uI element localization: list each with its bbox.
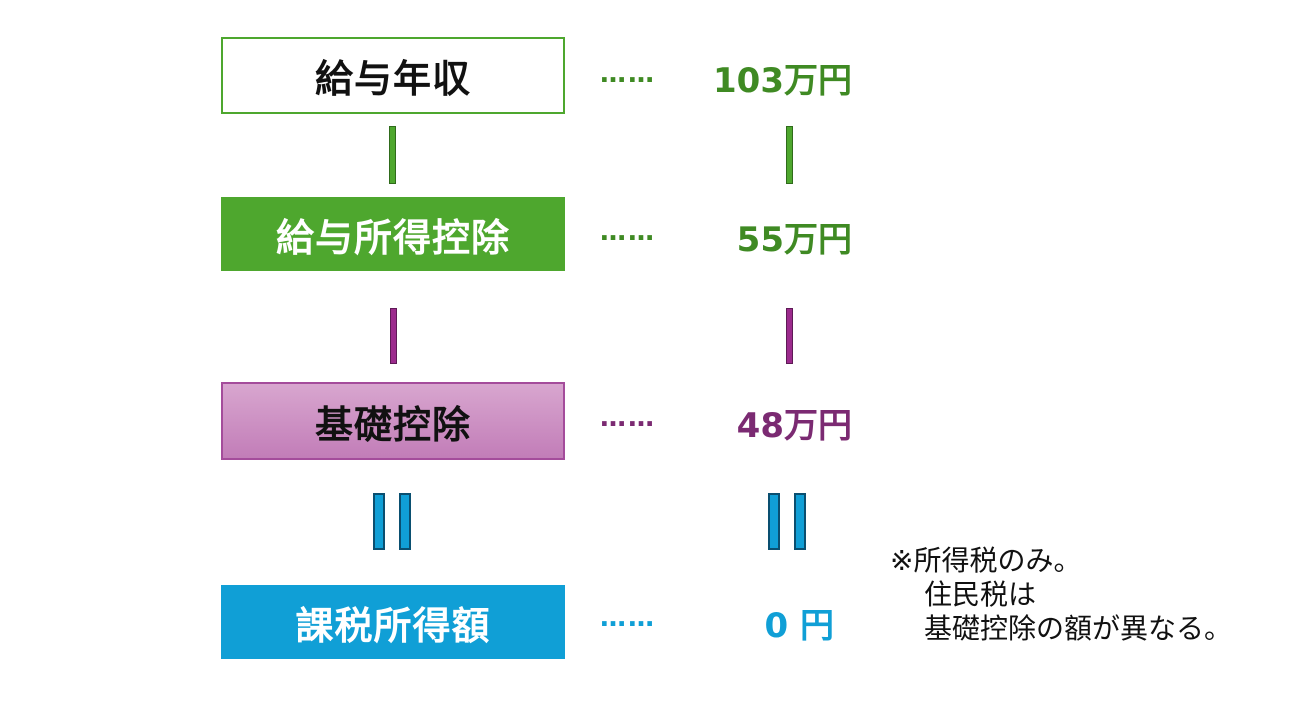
salary-deduction-box: 給与所得控除 (221, 197, 565, 271)
equals-sign-left-bar-1 (373, 493, 385, 550)
leader-dots-1: …… (600, 59, 656, 89)
minus-sign-left-1 (389, 126, 396, 184)
taxable-income-value: 0 円 (764, 606, 835, 646)
minus-sign-right-2 (786, 308, 793, 364)
salary-deduction-value: 55万円 (736, 220, 852, 260)
equals-sign-left-bar-2 (399, 493, 411, 550)
equals-sign-right-bar-1 (768, 493, 780, 550)
footnote-line-3: 基礎控除の額が異なる。 (924, 612, 1233, 645)
basic-deduction-label: 基礎控除 (314, 402, 471, 447)
equals-sign-right-bar-2 (794, 493, 806, 550)
minus-sign-right-1 (786, 126, 793, 184)
leader-dots-4: …… (600, 603, 656, 633)
footnote-line-2: 住民税は (924, 578, 1037, 611)
basic-deduction-box: 基礎控除 (221, 382, 565, 460)
leader-dots-2: …… (600, 217, 656, 247)
footnote: ※所得税のみ。 住民税は 基礎控除の額が異なる。 (890, 544, 1232, 646)
salary-deduction-label: 給与所得控除 (275, 215, 510, 260)
salary-income-value: 103万円 (713, 61, 852, 101)
salary-income-label: 給与年収 (314, 57, 471, 101)
basic-deduction-value: 48万円 (736, 406, 852, 446)
taxable-income-label: 課税所得額 (295, 603, 491, 648)
leader-dots-3: …… (600, 403, 656, 433)
taxable-income-box: 課税所得額 (221, 585, 565, 659)
minus-sign-left-2 (390, 308, 397, 364)
salary-income-box: 給与年収 (221, 37, 565, 114)
footnote-line-1: ※所得税のみ。 (890, 544, 1082, 577)
